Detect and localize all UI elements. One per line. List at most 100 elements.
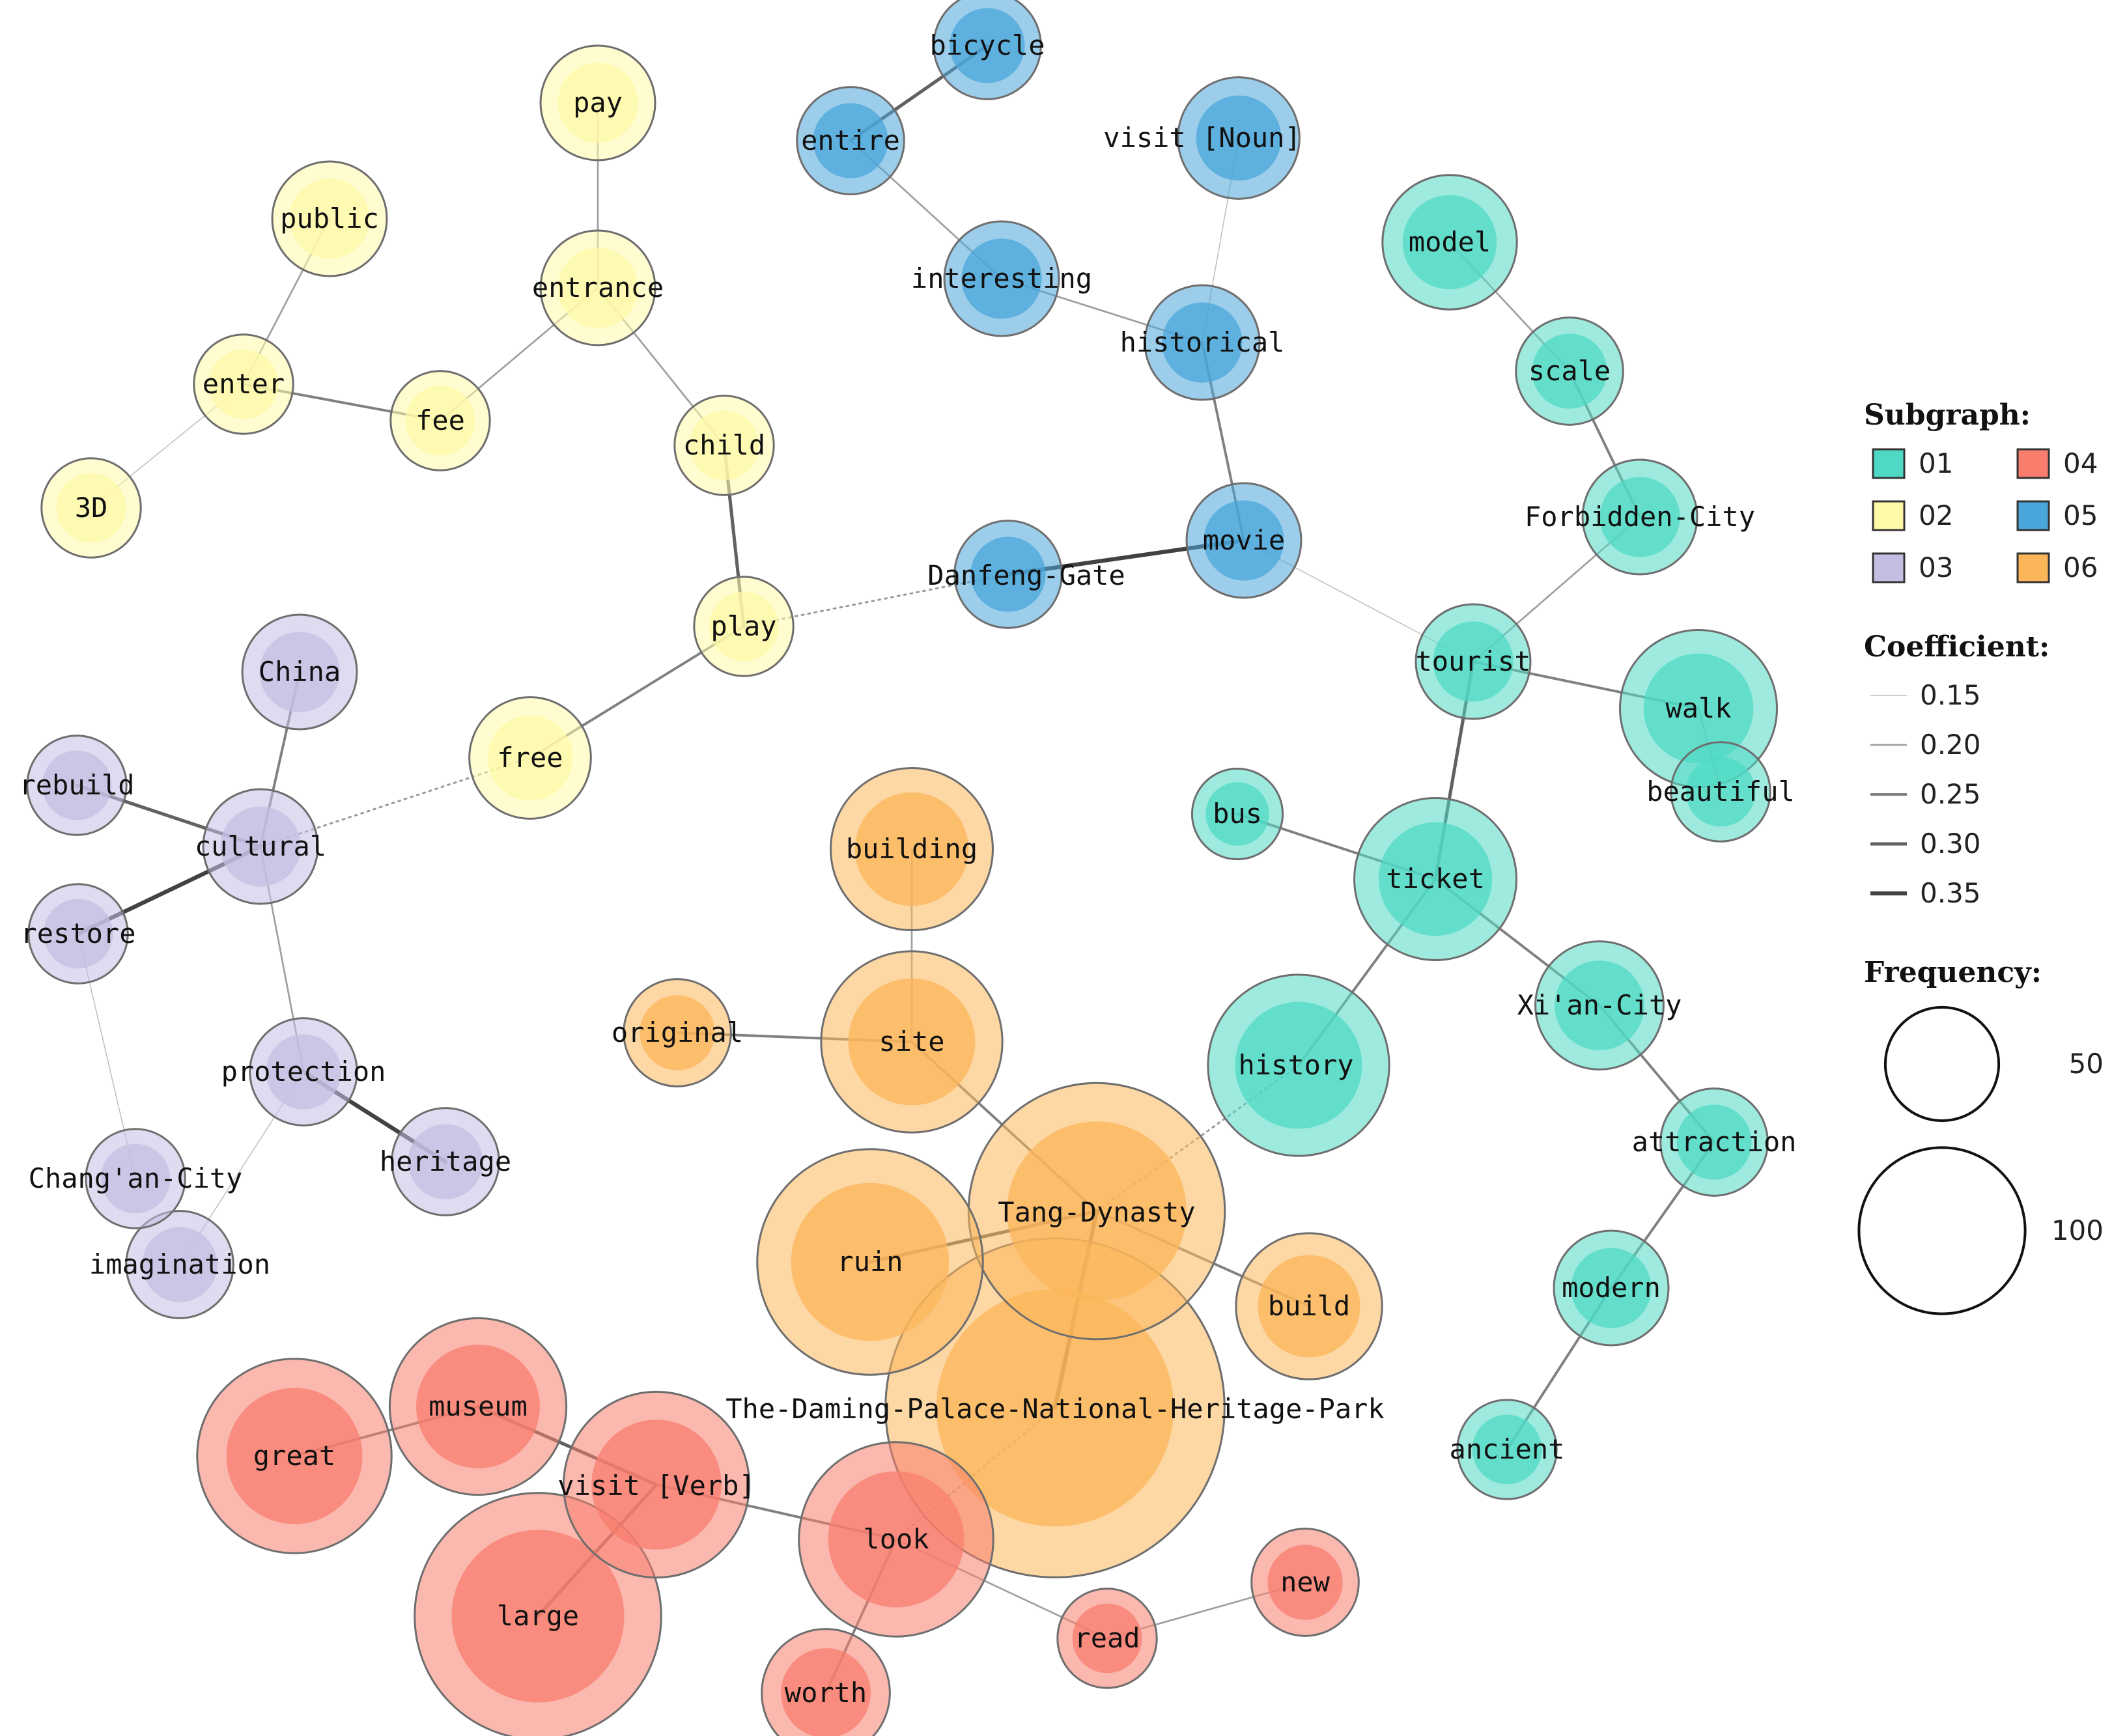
node-enter: [193, 333, 294, 435]
node-label-play: play: [711, 610, 776, 642]
node-label-protection: protection: [221, 1056, 386, 1087]
svg-text:05: 05: [2063, 499, 2098, 531]
node-visit_noun: [1177, 76, 1301, 200]
node-visit_verb: [562, 1390, 751, 1579]
node-label-interesting: interesting: [911, 262, 1092, 294]
svg-text:100: 100: [2051, 1214, 2104, 1246]
node-label-beautiful: beautiful: [1646, 776, 1795, 807]
node-building: [830, 767, 994, 931]
node-child: [673, 395, 775, 496]
node-label-ancient: ancient: [1449, 1433, 1564, 1465]
node-label-fee: fee: [416, 404, 465, 436]
svg-text:0.15: 0.15: [1920, 679, 1981, 711]
legend-subgraph-03: 03: [1872, 552, 1953, 583]
node-forbidden: [1581, 458, 1698, 576]
node-pay: [539, 44, 656, 161]
node-history: [1207, 973, 1390, 1157]
node-label-ticket: ticket: [1386, 863, 1485, 895]
node-label-bus: bus: [1213, 798, 1262, 830]
node-label-site: site: [879, 1026, 944, 1057]
node-entire: [796, 86, 905, 195]
legend-subgraph-02: 02: [1872, 499, 1953, 531]
svg-text:04: 04: [2063, 447, 2098, 479]
node-free: [468, 696, 592, 820]
node-label-3d: 3D: [75, 492, 108, 524]
svg-text:0.20: 0.20: [1920, 729, 1981, 761]
legend-coefficient-0.35: 0.35: [1870, 877, 1981, 909]
node-label-worth: worth: [785, 1677, 867, 1709]
node-imagination: [125, 1210, 234, 1319]
node-label-public: public: [280, 203, 379, 234]
legend-subgraph-01: 01: [1872, 447, 1953, 479]
node-scale: [1515, 316, 1624, 426]
node-site: [820, 950, 1004, 1134]
node-beautiful: [1670, 741, 1771, 843]
node-ancient: [1456, 1399, 1558, 1500]
node-cultural: [202, 788, 319, 905]
node-label-xian: Xi'an-City: [1517, 989, 1682, 1021]
node-label-original: original: [612, 1016, 743, 1048]
node-rebuild: [26, 735, 128, 836]
legend-subgraph-list: 01 02 03 04 05 06: [1872, 447, 2098, 583]
node-label-cultural: cultural: [195, 830, 326, 862]
node-bus: [1190, 767, 1284, 861]
node-danfeng: [953, 520, 1063, 629]
node-worth: [761, 1628, 891, 1736]
node-read: [1056, 1588, 1158, 1689]
node-label-changan: Chang'an-City: [29, 1162, 243, 1194]
node-look: [798, 1441, 994, 1638]
node-entrance: [539, 229, 656, 346]
node-interesting: [943, 220, 1060, 337]
node-label-forbidden: Forbidden-City: [1525, 501, 1755, 533]
node-changan: [85, 1128, 186, 1229]
legend-subgraph-title: Subgraph:: [1864, 399, 2031, 432]
legend-subgraph-05: 05: [2016, 499, 2098, 531]
node-movie: [1185, 482, 1303, 599]
legend-coefficient-title: Coefficient:: [1864, 630, 2050, 664]
legend: Subgraph: 01 02 03 04 05 06 Coefficient: 0.15…: [1857, 399, 2104, 1315]
node-label-china: China: [259, 656, 341, 688]
node-label-entrance: entrance: [532, 272, 664, 303]
legend-coefficient-list: 0.15 0.20 0.25 0.30 0.35: [1870, 679, 1981, 909]
node-museum: [388, 1317, 568, 1496]
node-modern: [1553, 1229, 1670, 1347]
node-label-building: building: [846, 833, 978, 865]
node-label-great: great: [253, 1440, 335, 1472]
node-label-walk: walk: [1665, 692, 1731, 724]
node-3d: [40, 457, 142, 559]
legend-coefficient-0.25: 0.25: [1870, 778, 1981, 810]
node-label-rebuild: rebuild: [19, 769, 134, 801]
node-fee: [389, 370, 491, 471]
node-label-scale: scale: [1528, 355, 1611, 387]
svg-text:0.30: 0.30: [1920, 828, 1981, 860]
node-attraction: [1659, 1087, 1769, 1197]
node-label-danfeng: Danfeng-Gate: [927, 559, 1125, 591]
node-label-large: large: [497, 1600, 579, 1632]
node-china: [241, 613, 358, 731]
legend-frequency-list: 50 100: [1857, 1005, 2104, 1315]
svg-text:01: 01: [1919, 447, 1953, 479]
svg-text:0.25: 0.25: [1920, 778, 1981, 810]
svg-text:50: 50: [2069, 1048, 2104, 1080]
node-ruin: [756, 1148, 984, 1376]
svg-text:06: 06: [2063, 552, 2098, 583]
node-label-pay: pay: [573, 87, 623, 119]
node-great: [196, 1358, 393, 1554]
node-label-visit_verb: visit [Verb]: [557, 1470, 755, 1502]
node-label-visit_noun: visit [Noun]: [1103, 122, 1301, 154]
node-label-tang: Tang-Dynasty: [998, 1196, 1195, 1228]
node-ticket: [1353, 797, 1517, 961]
legend-subgraph-04: 04: [2016, 447, 2098, 479]
node-new: [1250, 1528, 1360, 1637]
node-label-build: build: [1268, 1290, 1350, 1322]
node-xian: [1534, 940, 1665, 1071]
node-label-imagination: imagination: [89, 1248, 270, 1280]
node-original: [623, 978, 732, 1087]
legend-coefficient-0.15: 0.15: [1870, 679, 1981, 711]
node-label-daming: The-Daming-Palace-National-Heritage-Park: [725, 1393, 1384, 1425]
node-bicycle: [933, 0, 1042, 100]
legend-frequency-100: 100: [1857, 1146, 2104, 1315]
legend-coefficient-0.20: 0.20: [1870, 729, 1981, 761]
